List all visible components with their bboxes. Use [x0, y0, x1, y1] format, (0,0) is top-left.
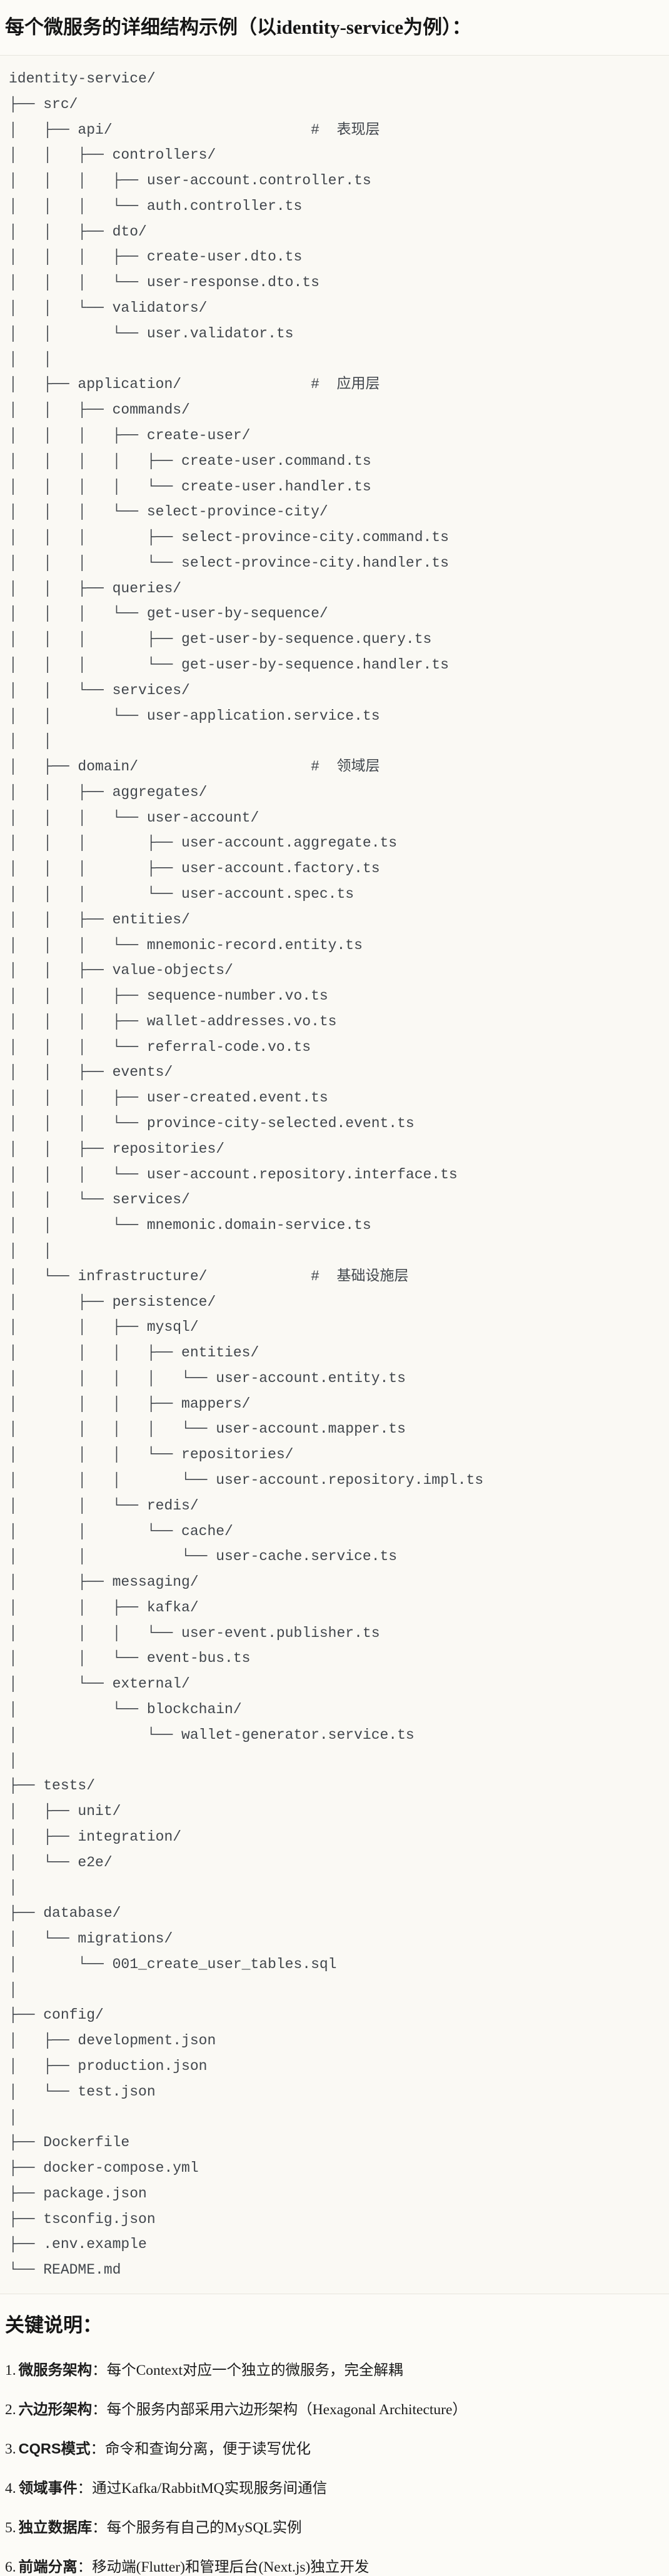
- note-description: ：移动端(Flutter)和管理后台(Next.js)独立开发: [77, 2559, 370, 2575]
- directory-tree-code-block: identity-service/ ├── src/ │ ├── api/ # …: [0, 55, 669, 2294]
- note-number: 6.: [5, 2559, 16, 2575]
- note-item: 5.独立数据库：每个服务有自己的MySQL实例: [5, 2518, 663, 2537]
- notes-section: 关键说明： 1.微服务架构：每个Context对应一个独立的微服务，完全解耦 2…: [0, 2294, 669, 2576]
- note-number: 5.: [5, 2519, 16, 2536]
- note-item: 2.六边形架构：每个服务内部采用六边形架构（Hexagonal Architec…: [5, 2400, 663, 2419]
- notes-heading: 关键说明：: [5, 2314, 102, 2336]
- note-number: 2.: [5, 2401, 16, 2418]
- note-term: 前端分离: [18, 2558, 78, 2575]
- note-number: 4.: [5, 2480, 16, 2497]
- note-description: ：命令和查询分离，便于读写优化: [90, 2440, 311, 2457]
- note-item: 3.CQRS模式：命令和查询分离，便于读写优化: [5, 2439, 663, 2459]
- note-number: 3.: [5, 2440, 16, 2457]
- note-term: CQRS模式: [18, 2440, 91, 2457]
- directory-tree-text: identity-service/ ├── src/ │ ├── api/ # …: [9, 71, 484, 2279]
- note-description: ：每个服务有自己的MySQL实例: [92, 2519, 302, 2536]
- note-term: 微服务架构: [18, 2361, 93, 2378]
- note-description: ：每个服务内部采用六边形架构（Hexagonal Architecture）: [92, 2401, 467, 2418]
- page-title: 每个微服务的详细结构示例（以identity-service为例）：: [5, 16, 471, 38]
- note-description: ：每个Context对应一个独立的微服务，完全解耦: [92, 2362, 403, 2379]
- note-term: 六边形架构: [18, 2400, 93, 2417]
- notes-list: 1.微服务架构：每个Context对应一个独立的微服务，完全解耦 2.六边形架构…: [5, 2360, 663, 2576]
- note-item: 6.前端分离：移动端(Flutter)和管理后台(Next.js)独立开发: [5, 2557, 663, 2576]
- note-number: 1.: [5, 2362, 16, 2379]
- note-term: 独立数据库: [18, 2519, 93, 2535]
- note-item: 1.微服务架构：每个Context对应一个独立的微服务，完全解耦: [5, 2360, 663, 2380]
- note-item: 4.领域事件：通过Kafka/RabbitMQ实现服务间通信: [5, 2479, 663, 2498]
- note-term: 领域事件: [18, 2479, 78, 2496]
- note-description: ：通过Kafka/RabbitMQ实现服务间通信: [77, 2480, 328, 2497]
